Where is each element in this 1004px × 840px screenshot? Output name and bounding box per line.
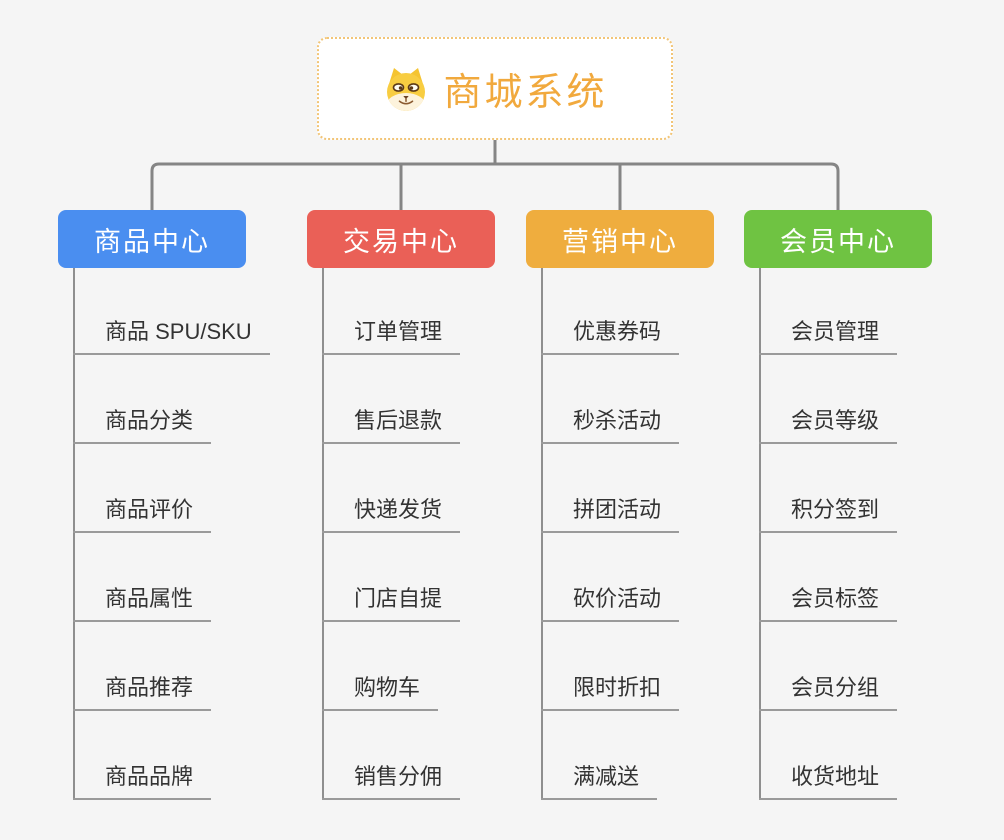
leaf-node[interactable]: 砍价活动 [541,576,680,622]
leaf-node[interactable]: 快递发货 [322,487,461,533]
branch-node-trade-center[interactable]: 交易中心 [307,210,495,268]
branch-node-member-center[interactable]: 会员中心 [744,210,932,268]
leaf-node[interactable]: 门店自提 [322,576,461,622]
leaf-node[interactable]: 商品推荐 [73,665,212,711]
leaf-node[interactable]: 商品品牌 [73,754,212,800]
leaf-node[interactable]: 会员分组 [759,665,898,711]
branch-connector-line [541,268,543,800]
leaf-node[interactable]: 销售分佣 [322,754,461,800]
branch-node-marketing-center[interactable]: 营销中心 [526,210,714,268]
leaf-node[interactable]: 拼团活动 [541,487,680,533]
leaf-node[interactable]: 商品分类 [73,398,212,444]
branch-connector-line [73,268,75,800]
doge-icon [387,67,426,111]
leaf-node[interactable]: 积分签到 [759,487,898,533]
branch-label: 会员中心 [780,226,896,257]
leaf-node[interactable]: 购物车 [322,665,439,711]
branch-label: 营销中心 [562,226,678,257]
leaf-node[interactable]: 商品评价 [73,487,212,533]
leaf-node[interactable]: 商品属性 [73,576,212,622]
branch-label: 交易中心 [343,226,459,257]
leaf-node[interactable]: 限时折扣 [541,665,680,711]
leaf-node[interactable]: 会员等级 [759,398,898,444]
leaf-node[interactable]: 优惠券码 [541,309,680,355]
leaf-node[interactable]: 收货地址 [759,754,898,800]
branch-connector-line [322,268,324,800]
branch-label: 商品中心 [94,226,210,257]
branch-node-product-center[interactable]: 商品中心 [58,210,246,268]
leaf-node[interactable]: 订单管理 [322,309,461,355]
leaf-node[interactable]: 会员标签 [759,576,898,622]
root-node[interactable]: 商城系统 [317,37,673,140]
leaf-node[interactable]: 秒杀活动 [541,398,680,444]
branch-connector-line [759,268,761,800]
leaf-node[interactable]: 会员管理 [759,309,898,355]
leaf-node[interactable]: 售后退款 [322,398,461,444]
leaf-node[interactable]: 满减送 [541,754,658,800]
root-title: 商城系统 [443,72,608,114]
leaf-node[interactable]: 商品 SPU/SKU [73,309,270,355]
